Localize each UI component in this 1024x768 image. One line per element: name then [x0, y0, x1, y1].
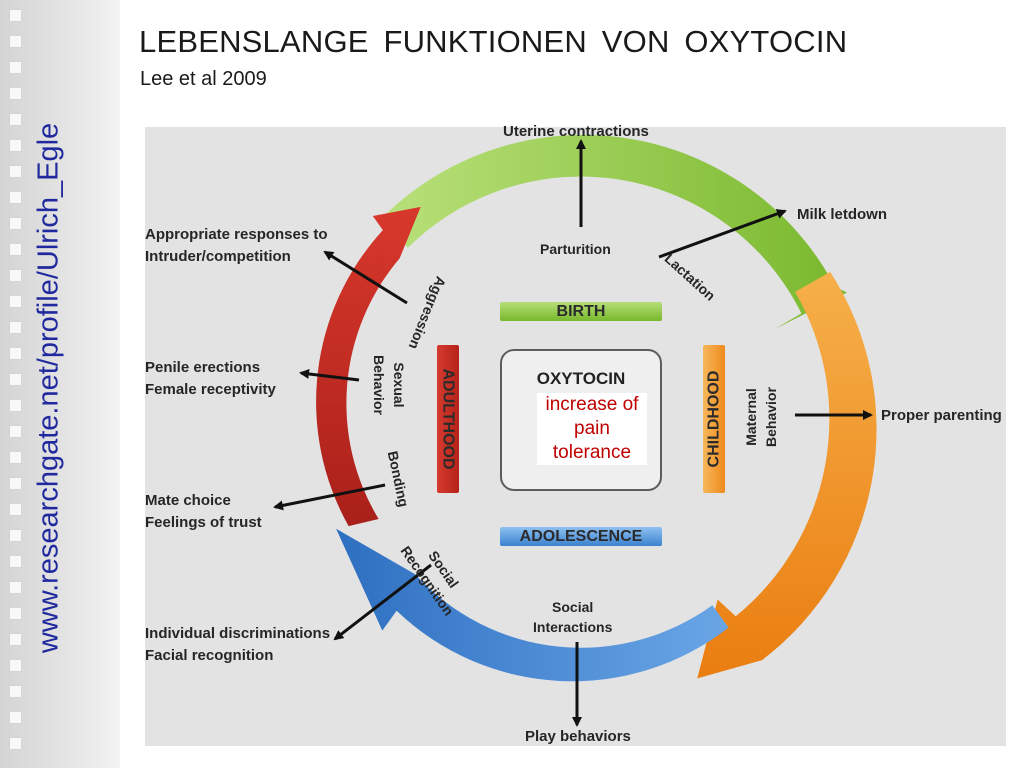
slide-title: LEBENSLANGE FUNKTIONEN VON OXYTOCIN — [139, 24, 848, 59]
decorative-square — [10, 348, 21, 359]
label-intruder-line1: Appropriate responses to — [145, 226, 328, 243]
decorative-square — [10, 738, 21, 749]
decorative-square — [10, 322, 21, 333]
label-social-interactions-line1: Social — [552, 599, 594, 615]
label-appropriate-responses: Appropriate responses to Intruder/compet… — [145, 224, 328, 268]
label-maternal-line2: Behavior — [762, 387, 779, 447]
stage-adolescence: ADOLESCENCE — [500, 527, 662, 546]
decorative-square — [10, 244, 21, 255]
researchgate-url: www.researchgate.net/profile/Ulrich_Egle — [32, 122, 65, 654]
decorative-square — [10, 166, 21, 177]
label-milk-letdown: Milk letdown — [797, 206, 887, 223]
stage-adulthood: ADULTHOOD — [437, 345, 459, 493]
pain-tolerance-note: increase of pain tolerance — [537, 393, 647, 465]
label-parturition: Parturition — [540, 241, 611, 257]
decorative-square — [10, 296, 21, 307]
label-uterine-contractions: Uterine contractions — [503, 123, 649, 140]
blue-arc — [336, 528, 729, 682]
decorative-square — [10, 660, 21, 671]
oxytocin-lifecycle-diagram: BIRTH ADOLESCENCE CHILDHOOD ADULTHOOD OX… — [145, 123, 1006, 746]
stage-childhood-label: CHILDHOOD — [705, 370, 723, 468]
decorative-square — [10, 478, 21, 489]
decorative-square — [10, 114, 21, 125]
stage-birth: BIRTH — [500, 302, 662, 321]
label-mate-line2: Feelings of trust — [145, 514, 262, 531]
oxytocin-center-box: OXYTOCIN increase of pain tolerance — [500, 349, 662, 491]
cycle-graphic — [273, 134, 877, 727]
decorative-square — [10, 374, 21, 385]
decorative-square — [10, 530, 21, 541]
stage-adulthood-label: ADULTHOOD — [440, 368, 457, 470]
decorative-square — [10, 36, 21, 47]
decorative-square — [10, 10, 21, 21]
label-sexual-line1: Sexual — [390, 362, 407, 408]
decorative-square — [10, 608, 21, 619]
label-intruder-line2: Intruder/competition — [145, 248, 291, 265]
label-penile-line2: Female receptivity — [145, 381, 276, 398]
slide-subtitle: Lee et al 2009 — [140, 68, 267, 90]
label-sexual-line2: Behavior — [370, 355, 387, 415]
green-arc — [383, 134, 847, 329]
label-individual-line1: Individual discriminations — [145, 625, 331, 642]
label-mate-line1: Mate choice — [145, 492, 231, 509]
label-play-behaviors: Play behaviors — [525, 728, 631, 745]
decorative-square — [10, 140, 21, 151]
label-individual-discriminations: Individual discriminations Facial recogn… — [145, 623, 330, 667]
decorative-square — [10, 582, 21, 593]
oxytocin-title: OXYTOCIN — [536, 369, 626, 388]
orange-arc — [697, 271, 877, 679]
label-mate-choice: Mate choice Feelings of trust — [145, 490, 262, 534]
label-social-interactions: Social Interactions — [533, 597, 612, 637]
decorative-square — [10, 634, 21, 645]
label-sexual-behavior: Sexual Behavior — [369, 355, 409, 415]
decorative-square — [10, 270, 21, 281]
decorative-square — [10, 504, 21, 515]
decorative-side-strip — [0, 0, 120, 768]
decorative-square — [10, 88, 21, 99]
red-arc — [316, 206, 421, 527]
label-social-interactions-line2: Interactions — [533, 619, 613, 635]
label-penile-erections: Penile erections Female receptivity — [145, 357, 276, 401]
decorative-square — [10, 712, 21, 723]
label-maternal-behavior: Maternal Behavior — [741, 387, 781, 447]
decorative-square — [10, 192, 21, 203]
label-individual-line2: Facial recognition — [145, 647, 274, 664]
decorative-square — [10, 556, 21, 567]
stage-childhood: CHILDHOOD — [703, 345, 725, 493]
decorative-square — [10, 218, 21, 229]
label-proper-parenting: Proper parenting — [881, 407, 1002, 424]
decorative-square — [10, 400, 21, 411]
decorative-square — [10, 62, 21, 73]
decorative-square — [10, 452, 21, 463]
label-penile-line1: Penile erections — [145, 359, 261, 376]
decorative-square — [10, 426, 21, 437]
label-maternal-line1: Maternal — [742, 388, 759, 446]
decorative-square — [10, 686, 21, 697]
